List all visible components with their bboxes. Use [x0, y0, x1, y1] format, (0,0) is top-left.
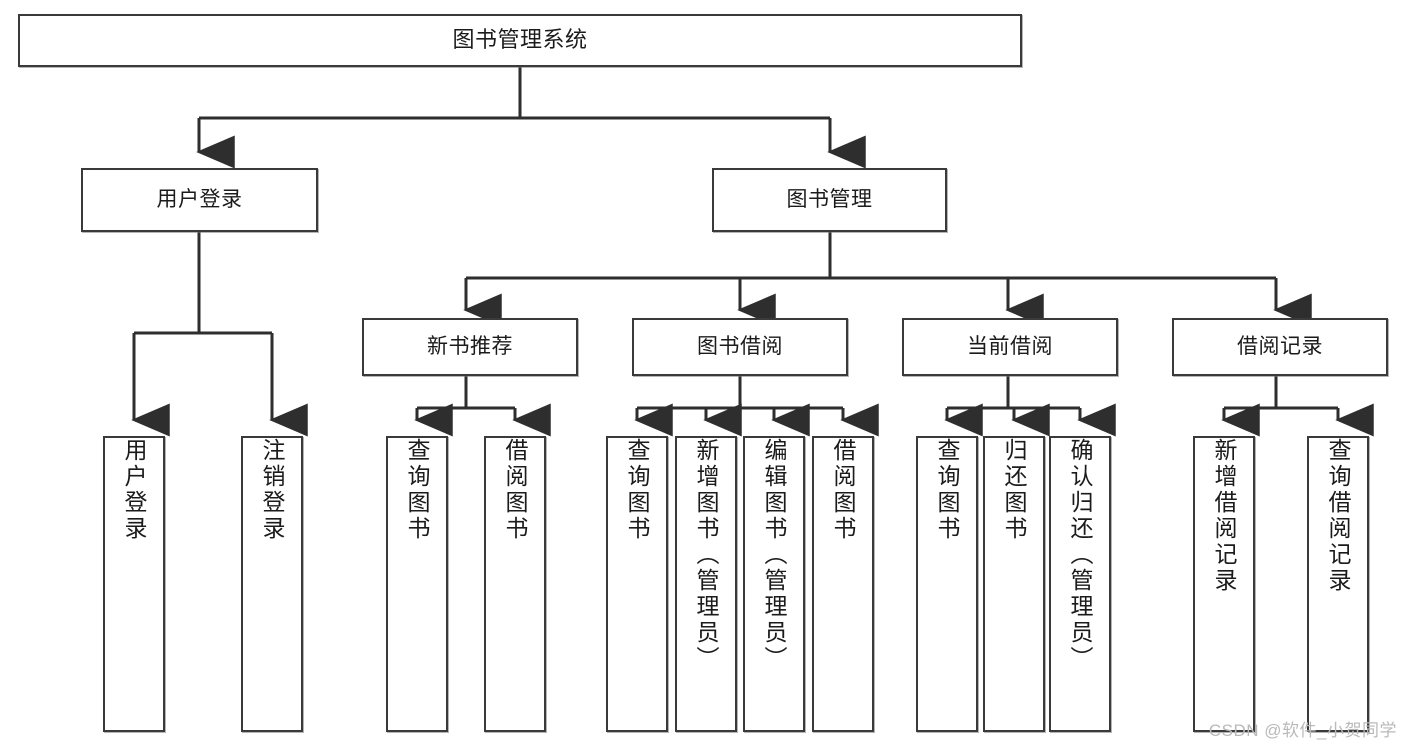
leaf-current-query-book[interactable]: 查询图书: [916, 436, 978, 732]
node-book-management[interactable]: 图书管理: [712, 168, 947, 232]
leaf-user-login[interactable]: 用户登录: [103, 436, 165, 732]
csdn-watermark: CSDN @软件_小贺同学: [1208, 721, 1397, 740]
leaf-borrow-borrow-book[interactable]: 借阅图书: [812, 436, 874, 732]
node-current-borrow[interactable]: 当前借阅: [902, 318, 1118, 376]
node-label: 新增图书（管理员）: [693, 438, 720, 672]
node-borrow-records[interactable]: 借阅记录: [1172, 318, 1388, 376]
node-label: 编辑图书（管理员）: [761, 438, 788, 672]
node-new-book-recommend[interactable]: 新书推荐: [362, 318, 578, 376]
leaf-borrow-edit-book-admin[interactable]: 编辑图书（管理员）: [743, 436, 805, 732]
node-label: 借阅图书: [502, 438, 529, 542]
node-label: 用户登录: [121, 438, 148, 542]
node-user-login[interactable]: 用户登录: [81, 168, 318, 232]
node-label: 图书借阅: [697, 335, 783, 359]
node-label: 借阅图书: [830, 438, 857, 542]
leaf-borrow-query-book[interactable]: 查询图书: [606, 436, 668, 732]
node-label: 用户登录: [156, 188, 243, 212]
leaf-records-add-record[interactable]: 新增借阅记录: [1193, 436, 1255, 732]
leaf-new-book-borrow[interactable]: 借阅图书: [484, 436, 546, 732]
leaf-new-book-query[interactable]: 查询图书: [386, 436, 448, 732]
node-label: 查询图书: [624, 438, 651, 542]
node-label: 借阅记录: [1237, 335, 1323, 359]
node-label: 归还图书: [1001, 438, 1028, 542]
leaf-user-logout[interactable]: 注销登录: [241, 436, 303, 732]
leaf-records-query-record[interactable]: 查询借阅记录: [1307, 436, 1369, 732]
node-label: 确认归还（管理员）: [1067, 438, 1094, 672]
node-label: 新书推荐: [427, 335, 513, 359]
node-book-borrow[interactable]: 图书借阅: [632, 318, 848, 376]
node-label: 图书管理: [786, 188, 873, 212]
node-label: 查询借阅记录: [1325, 438, 1352, 594]
node-label: 新增借阅记录: [1211, 438, 1238, 594]
node-label: 图书管理系统: [452, 27, 588, 53]
node-label: 注销登录: [259, 438, 286, 542]
node-root-system[interactable]: 图书管理系统: [18, 14, 1022, 67]
node-label: 查询图书: [934, 438, 961, 542]
leaf-borrow-add-book-admin[interactable]: 新增图书（管理员）: [675, 436, 737, 732]
node-label: 查询图书: [404, 438, 431, 542]
leaf-current-return-book[interactable]: 归还图书: [983, 436, 1045, 732]
leaf-current-confirm-return-admin[interactable]: 确认归还（管理员）: [1049, 436, 1111, 732]
node-label: 当前借阅: [967, 335, 1053, 359]
